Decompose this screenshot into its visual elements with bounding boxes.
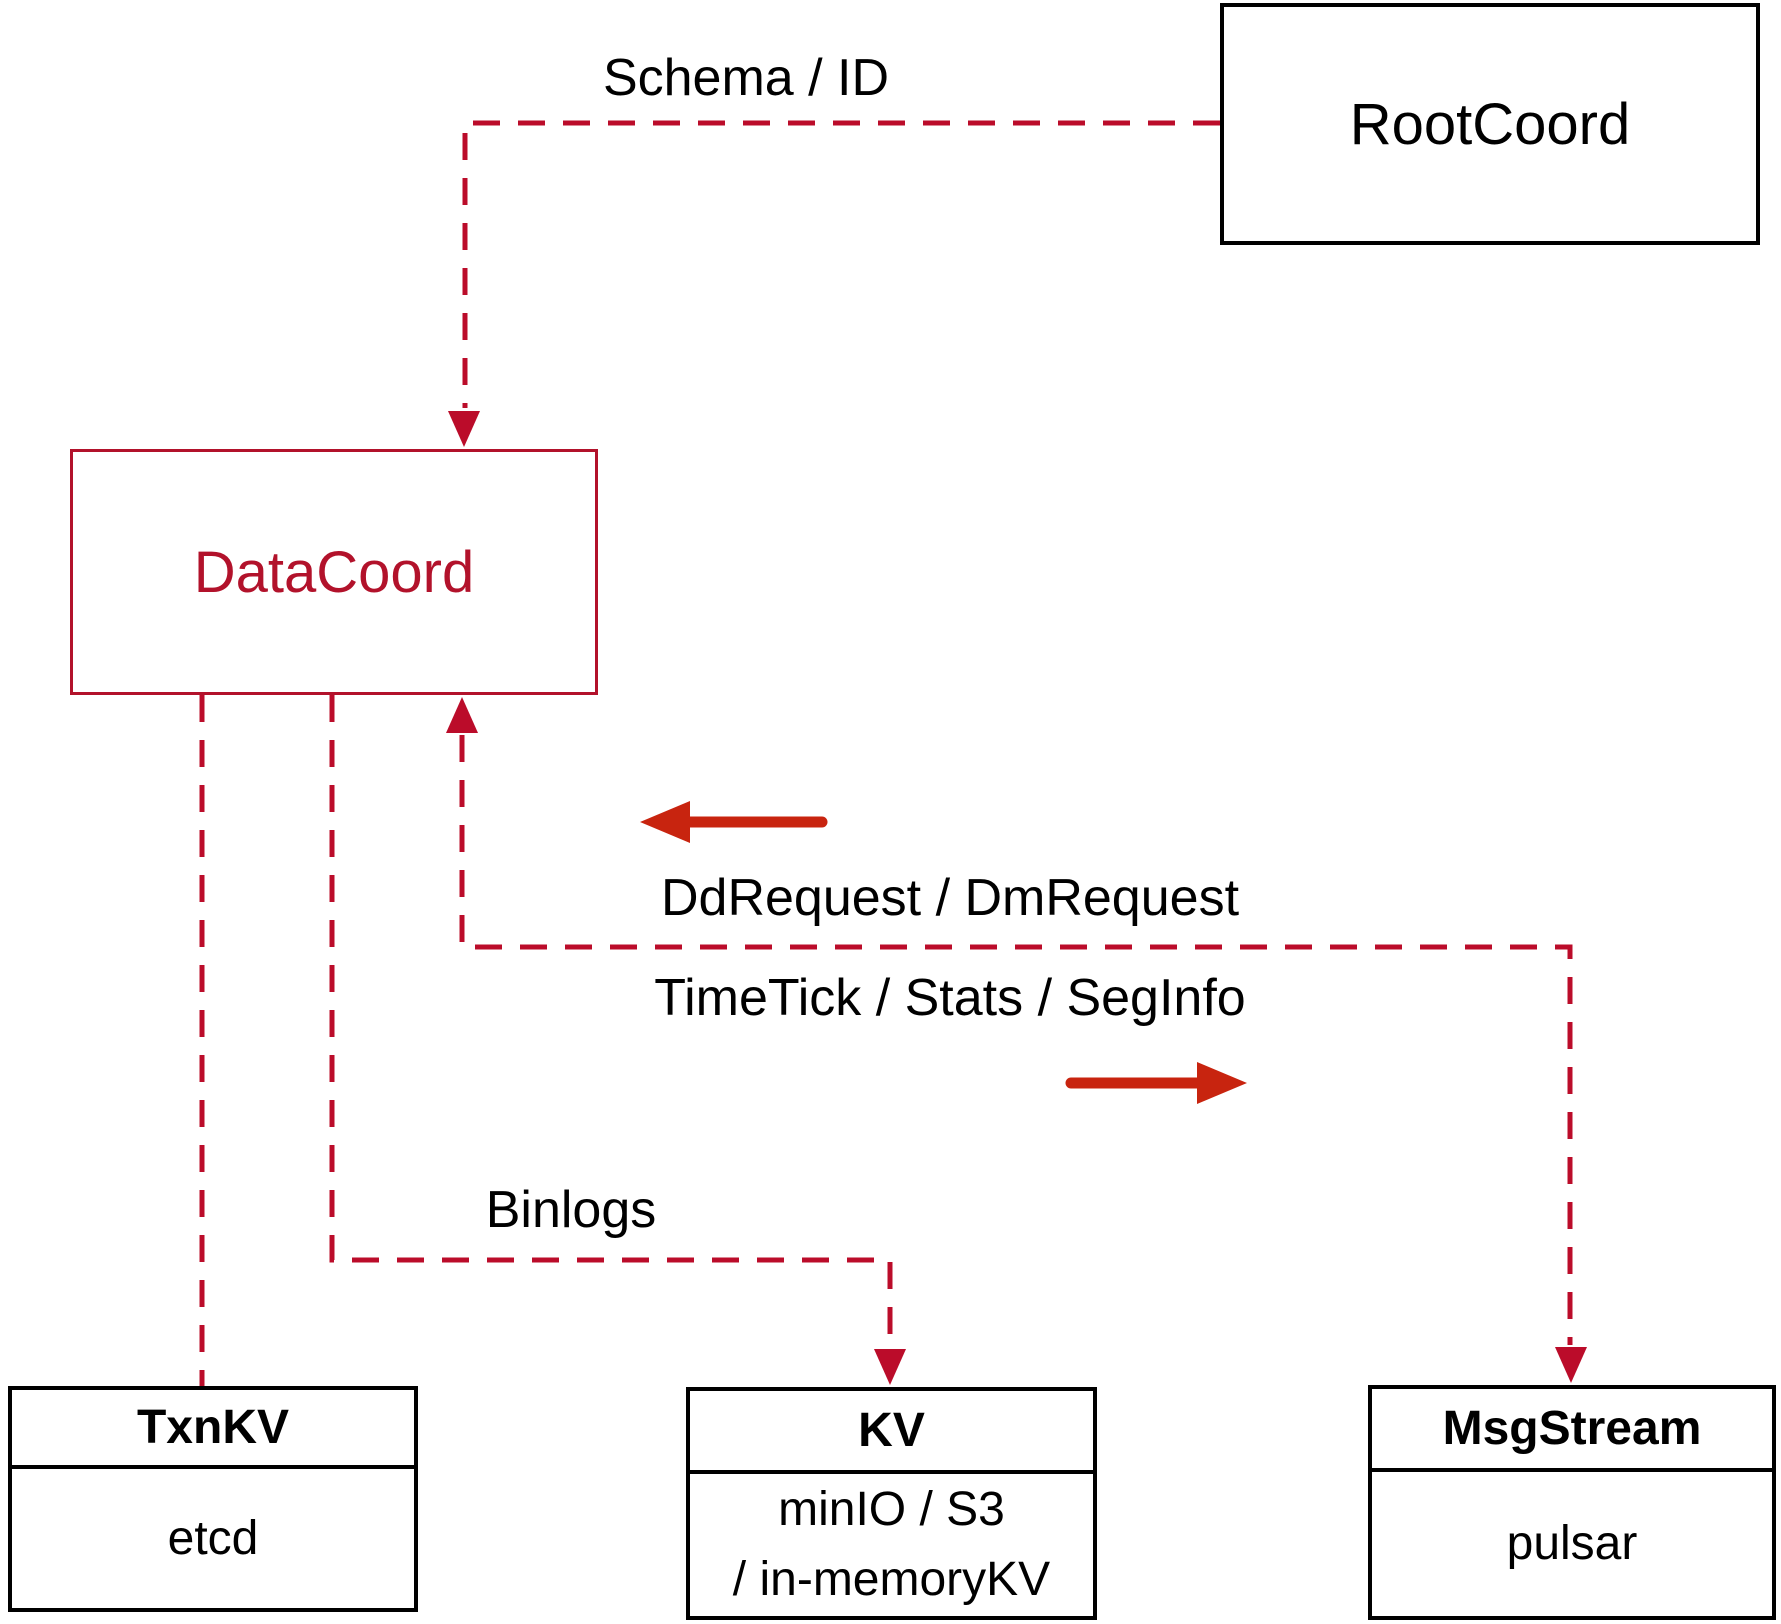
edge-binlogs-line bbox=[329, 695, 893, 1347]
edge-msgstream-down-arrowhead bbox=[1555, 1347, 1587, 1383]
edge-schema-id-line bbox=[462, 120, 1220, 408]
msgstream-title: MsgStream bbox=[1372, 1389, 1772, 1472]
edge-schema-id-arrowhead bbox=[448, 411, 480, 447]
left-direction-arrow bbox=[640, 801, 828, 843]
txnkv-node: TxnKV etcd bbox=[8, 1386, 418, 1612]
ddrequest-dmrequest-label: DdRequest / DmRequest bbox=[660, 869, 1240, 927]
datacoord-label: DataCoord bbox=[193, 539, 475, 605]
txnkv-body-text: etcd bbox=[167, 1511, 259, 1565]
msgstream-node: MsgStream pulsar bbox=[1368, 1385, 1776, 1620]
msgstream-body-text: pulsar bbox=[1506, 1517, 1638, 1570]
right-direction-arrow bbox=[1065, 1062, 1247, 1104]
edge-ddrequest-timetick-line bbox=[459, 735, 1573, 1345]
kv-title: KV bbox=[690, 1391, 1093, 1474]
kv-body-line2: / in-memoryKV bbox=[732, 1553, 1051, 1606]
kv-body-line1: minIO / S3 bbox=[778, 1483, 1005, 1536]
kv-body: minIO / S3 / in-memoryKV bbox=[690, 1474, 1093, 1616]
rootcoord-label: RootCoord bbox=[1349, 91, 1631, 157]
kv-node: KV minIO / S3 / in-memoryKV bbox=[686, 1387, 1097, 1620]
txnkv-title: TxnKV bbox=[12, 1390, 414, 1469]
edge-binlogs-arrowhead bbox=[874, 1349, 906, 1385]
txnkv-body: etcd bbox=[12, 1469, 414, 1608]
rootcoord-node: RootCoord bbox=[1220, 3, 1760, 245]
binlogs-label: Binlogs bbox=[485, 1181, 657, 1239]
msgstream-body: pulsar bbox=[1372, 1472, 1772, 1616]
schema-id-label: Schema / ID bbox=[602, 49, 890, 107]
edge-ddrequest-up-arrowhead bbox=[446, 697, 478, 733]
datacoord-node: DataCoord bbox=[70, 449, 598, 695]
timetick-stats-seginfo-label: TimeTick / Stats / SegInfo bbox=[654, 969, 1246, 1027]
